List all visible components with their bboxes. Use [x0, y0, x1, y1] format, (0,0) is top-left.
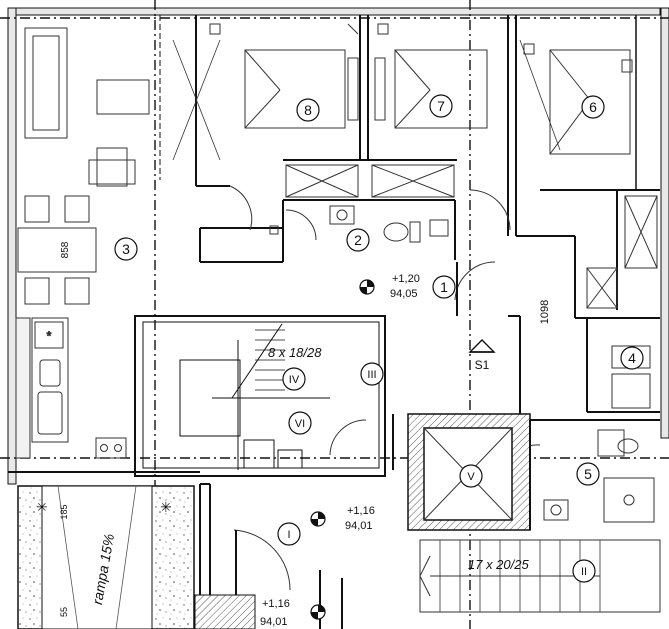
- bathroom-2: [269, 205, 449, 243]
- ramp: ✳ ✳: [17, 485, 195, 629]
- room-label-1: 1: [440, 279, 448, 295]
- space-label-vi: VI: [295, 418, 305, 430]
- room-label-8: 8: [304, 102, 312, 118]
- corridor-walls: [392, 262, 521, 470]
- lower-stairs: [419, 539, 661, 613]
- level-marker-c: [310, 604, 326, 620]
- room-label-4: 4: [628, 350, 636, 366]
- level-b-absolute: 94,01: [345, 520, 373, 532]
- dimension-185: 185: [59, 504, 69, 519]
- kitchen-counter: *: [15, 317, 127, 459]
- bed-6: [519, 39, 633, 155]
- level-marker-b: [310, 511, 326, 527]
- space-label-v: V: [467, 471, 475, 483]
- room-label-7: 7: [437, 98, 445, 114]
- bed-7: [347, 23, 488, 129]
- space-label-iii: III: [367, 369, 376, 381]
- level-c-relative: +1,16: [262, 598, 290, 610]
- level-marker-a: [359, 279, 375, 295]
- room-number-circles: [114, 94, 644, 583]
- exterior-walls: [7, 7, 669, 485]
- entrance-walls: [194, 483, 343, 629]
- bathroom-5: [529, 345, 660, 530]
- room-label-2: 2: [354, 232, 362, 248]
- svg-text:✳: ✳: [160, 499, 172, 515]
- level-a-absolute: 94,05: [390, 288, 418, 300]
- section-mark-icon: [468, 339, 496, 353]
- room-label-3: 3: [122, 241, 130, 257]
- svg-text:*: *: [47, 329, 52, 343]
- room-label-5: 5: [584, 466, 592, 482]
- living-room-furniture: [17, 27, 150, 305]
- dimension-55: 55: [59, 607, 69, 617]
- level-c-absolute: 94,01: [260, 616, 288, 628]
- interior-walls: [195, 15, 660, 413]
- stair-core: [134, 315, 386, 477]
- level-b-relative: +1,16: [347, 505, 375, 517]
- svg-text:✳: ✳: [36, 499, 48, 515]
- section-mark-label: S1: [475, 358, 490, 372]
- bed-8: [172, 23, 359, 161]
- space-label-ii: II: [581, 566, 587, 578]
- space-label-iv: IV: [289, 374, 300, 386]
- room-label-6: 6: [589, 99, 597, 115]
- wardrobes: [285, 164, 658, 309]
- space-label-i: I: [287, 529, 290, 541]
- dimension-1098: 1098: [539, 300, 551, 324]
- stair-label-upper: 8 x 18/28: [268, 345, 322, 360]
- dimension-858: 858: [60, 241, 71, 258]
- stair-label-lower: 17 x 20/25: [468, 557, 529, 572]
- level-a-relative: +1,20: [392, 273, 420, 285]
